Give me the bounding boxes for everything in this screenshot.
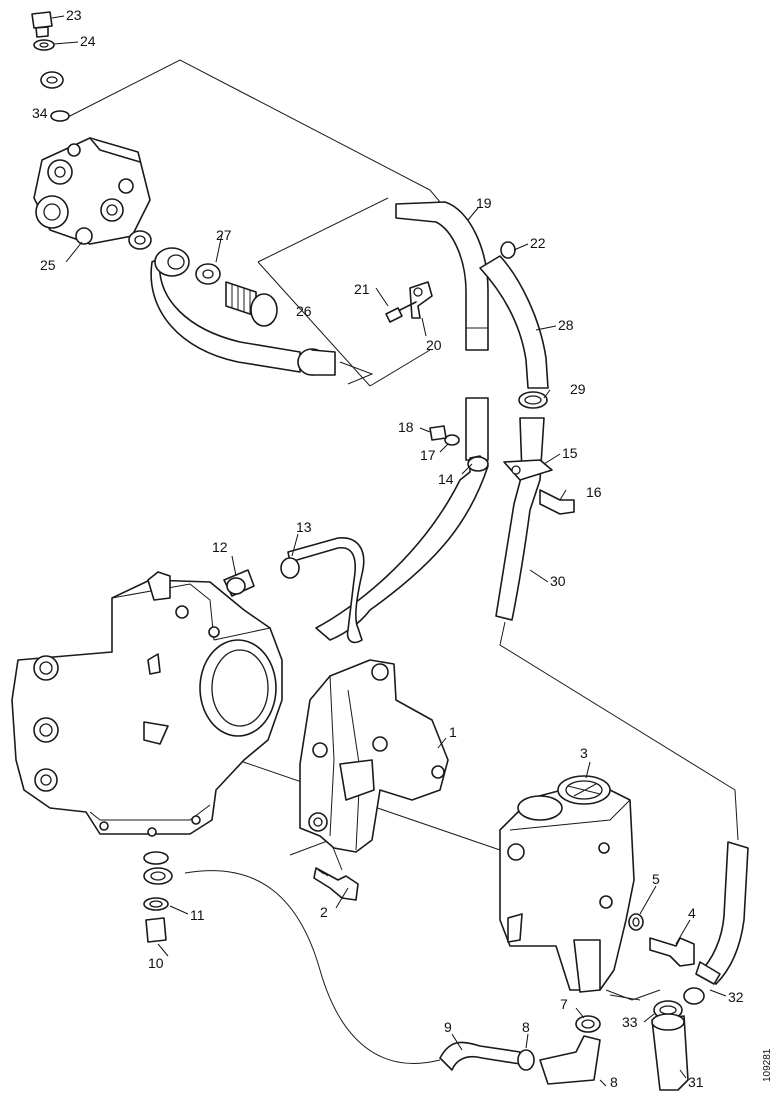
part-13-pipe [280, 537, 365, 644]
part-27-strainer [195, 263, 278, 327]
part-28-hose [479, 255, 549, 389]
callout-3: 3 [580, 745, 588, 761]
callout-leaders [51, 15, 727, 1087]
part-21-screw [385, 307, 403, 323]
callout-1: 1 [449, 724, 457, 740]
part-20-clamp [399, 281, 433, 319]
part-15-bracket [503, 459, 553, 481]
callout-17: 17 [420, 447, 436, 463]
part-4-bolt [649, 937, 695, 967]
part-23-bolt [31, 11, 53, 38]
reference-code: 109281 [762, 1048, 773, 1082]
callout-16: 16 [586, 484, 602, 500]
part-18-nut [429, 425, 447, 441]
callout-33: 33 [622, 1014, 638, 1030]
callout-25: 25 [40, 257, 56, 273]
steering-gear-housing [11, 571, 283, 837]
callout-30: 30 [550, 573, 566, 589]
callout-9: 9 [444, 1019, 452, 1035]
callout-26: 26 [296, 303, 312, 319]
callout-14: 14 [438, 471, 454, 487]
callout-29: 29 [570, 381, 586, 397]
callout-7: 7 [560, 996, 568, 1012]
part-29-clip [518, 391, 548, 409]
part-5-washer [628, 913, 644, 931]
part-32-hose [683, 841, 749, 1005]
callout-5: 5 [652, 871, 660, 887]
callout-4: 4 [688, 905, 696, 921]
callout-12: 12 [212, 539, 228, 555]
part-8-fitting [517, 1035, 601, 1085]
part-10-bolt [145, 917, 167, 943]
callout-8-lower: 8 [610, 1074, 618, 1090]
part-11-washer [143, 851, 173, 911]
callout-32: 32 [728, 989, 744, 1005]
callout-15: 15 [562, 445, 578, 461]
callout-21: 21 [354, 281, 370, 297]
part-25-valve-block [33, 137, 152, 250]
callout-24: 24 [80, 33, 96, 49]
callout-27: 27 [216, 227, 232, 243]
callout-2: 2 [320, 904, 328, 920]
part-34-union [40, 71, 70, 122]
part-31-hose [651, 1013, 689, 1091]
callout-11: 11 [190, 907, 205, 923]
part-9-pipe [439, 1041, 521, 1071]
callout-labels: 1 2 3 4 5 7 8 8 9 10 11 12 13 14 15 16 1… [32, 7, 744, 1090]
callout-28: 28 [558, 317, 574, 333]
callout-22: 22 [530, 235, 546, 251]
part-30-hose [495, 417, 545, 621]
callout-10: 10 [148, 955, 164, 971]
callout-8-upper: 8 [522, 1019, 530, 1035]
callout-20: 20 [426, 337, 442, 353]
part-17-washer [444, 434, 460, 446]
part-24-washer [33, 39, 55, 51]
part-22-nipple [500, 241, 516, 259]
part-2-bolt [313, 867, 359, 901]
part-26-suction-pipe [150, 247, 374, 385]
callout-23: 23 [66, 7, 82, 23]
callout-13: 13 [296, 519, 312, 535]
part-7-clip [575, 1015, 601, 1033]
callout-31: 31 [688, 1074, 704, 1090]
callout-34: 34 [32, 105, 48, 121]
part-12-union [223, 569, 255, 597]
part-19-hose [395, 201, 489, 351]
callout-19: 19 [476, 195, 492, 211]
part-1-bracket [299, 659, 449, 853]
part-16-bolt [539, 489, 575, 515]
callout-18: 18 [398, 419, 414, 435]
part-3-reservoir [499, 775, 661, 1001]
